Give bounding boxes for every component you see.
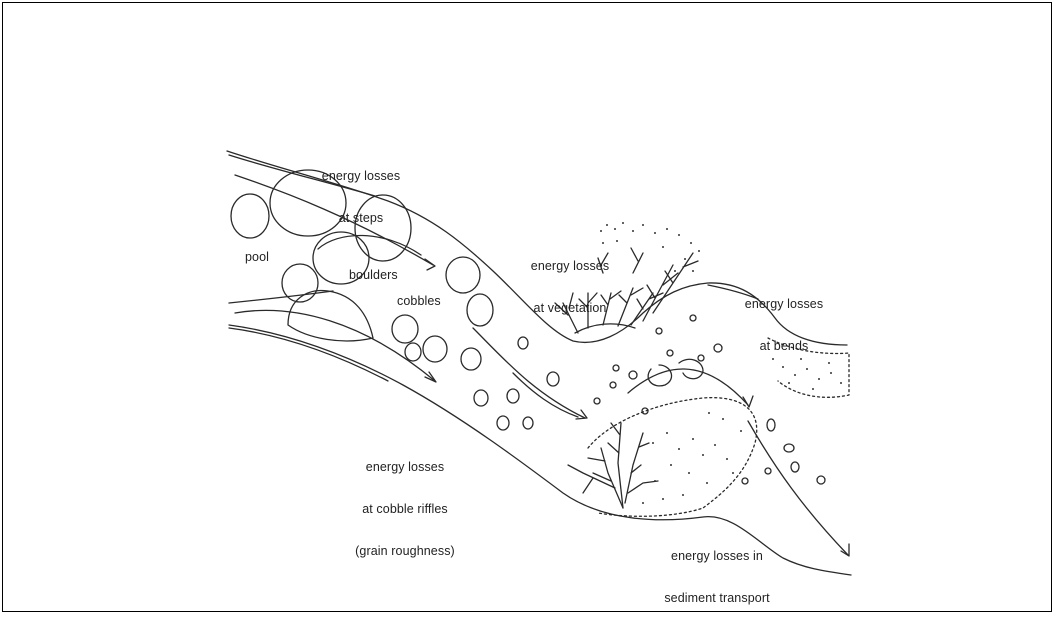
cobble: [523, 417, 533, 429]
cobble: [656, 328, 662, 334]
cobble: [423, 336, 447, 362]
cobble: [467, 294, 493, 326]
cobble: [446, 257, 480, 293]
cobble: [594, 398, 600, 404]
cobble: [784, 444, 794, 452]
flow-arrow: [235, 310, 435, 381]
label-steps-line-2: at steps: [301, 211, 421, 225]
cobble: [629, 371, 637, 379]
eddy-arrow: [648, 365, 671, 386]
label-riffles-line-2: at cobble riffles: [335, 502, 475, 516]
label-vegetation-line-1: energy losses: [515, 259, 625, 273]
cobble: [474, 390, 488, 406]
vegetation-shrub: [568, 423, 658, 508]
inner-bank-line: [229, 291, 333, 303]
cobble: [613, 365, 619, 371]
cobble: [610, 382, 616, 388]
cobble: [765, 468, 771, 474]
label-steps-line-1: energy losses: [301, 169, 421, 183]
label-vegetation-line-2: at vegetation: [515, 301, 625, 315]
label-pool: pool: [245, 250, 269, 264]
label-steps: energy losses at steps: [301, 141, 421, 253]
label-bends-line-2: at bends: [729, 339, 839, 353]
cobble: [392, 315, 418, 343]
gravel-bar: [588, 398, 757, 517]
label-sediment: energy losses in sediment transport: [647, 521, 787, 633]
boulder: [231, 194, 269, 238]
label-sediment-line-2: sediment transport: [647, 591, 787, 605]
label-riffles: energy losses at cobble riffles (grain r…: [335, 432, 475, 586]
label-sediment-line-1: energy losses in: [647, 549, 787, 563]
label-boulders: boulders: [349, 268, 398, 282]
boulder: [282, 264, 318, 302]
flow-arrow-head: [425, 259, 435, 270]
cobble: [547, 372, 559, 386]
label-vegetation: energy losses at vegetation: [515, 231, 625, 343]
cobble: [461, 348, 481, 370]
cobble: [497, 416, 509, 430]
cobble: [791, 462, 799, 472]
label-riffles-line-3: (grain roughness): [335, 544, 475, 558]
cobble: [667, 350, 673, 356]
cobble: [714, 344, 722, 352]
cobble: [507, 389, 519, 403]
cobble: [767, 419, 775, 431]
label-cobbles: cobbles: [397, 294, 441, 308]
cobble: [690, 315, 696, 321]
label-riffles-line-1: energy losses: [335, 460, 475, 474]
label-bends: energy losses at bends: [729, 269, 839, 381]
cobble: [405, 343, 421, 361]
cobble: [698, 355, 704, 361]
diagram-frame: energy losses at steps pool boulders cob…: [2, 2, 1052, 612]
cobble: [817, 476, 825, 484]
cobble: [742, 478, 748, 484]
lower-bank-line-2: [229, 328, 388, 381]
label-bends-line-1: energy losses: [729, 297, 839, 311]
